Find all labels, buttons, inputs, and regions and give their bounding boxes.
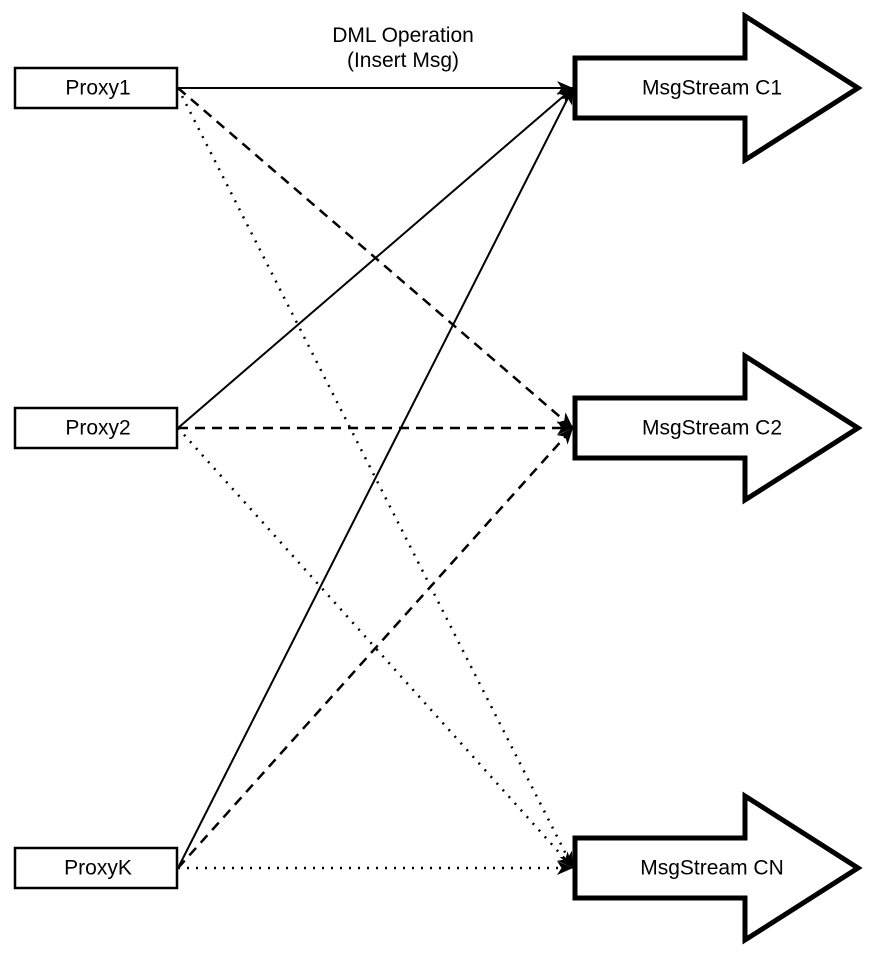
msgstream-c2-label: MsgStream C2 — [642, 417, 782, 440]
msgstream-cn-arrow-icon — [572, 791, 863, 945]
annotation-line-1: DML Operation — [332, 24, 474, 47]
proxy1-box — [13, 66, 179, 110]
msgstream-c1-arrow-icon — [572, 11, 863, 165]
node-msgstream-c1: MsgStream C1 — [572, 11, 863, 165]
node-msgstream-c2: MsgStream C2 — [572, 351, 863, 505]
proxy2-label: Proxy2 — [65, 417, 130, 440]
connector-layer — [176, 81, 575, 875]
dml-operation-annotation: DML Operation (Insert Msg) — [332, 24, 474, 72]
msgstream-c2-arrow-icon — [572, 351, 863, 505]
annotation-line-2: (Insert Msg) — [347, 49, 459, 72]
proxy2-box — [13, 406, 179, 450]
connector-proxyk-to-c2-dashed — [177, 427, 574, 869]
proxyk-box — [13, 846, 179, 890]
node-msgstream-cn: MsgStream CN — [572, 791, 863, 945]
node-proxyk: ProxyK — [13, 846, 179, 890]
connector-proxyk-to-c1-solid — [177, 87, 574, 869]
connector-proxy1-to-cn-dotted — [176, 87, 575, 869]
node-proxy1: Proxy1 — [13, 66, 179, 110]
connector-proxy2-to-c1-solid — [177, 87, 574, 429]
proxy1-label: Proxy1 — [65, 77, 130, 100]
msgstream-cn-label: MsgStream CN — [640, 857, 784, 880]
proxyk-label: ProxyK — [64, 857, 132, 880]
msgstream-c1-label: MsgStream C1 — [642, 77, 782, 100]
node-proxy2: Proxy2 — [13, 406, 179, 450]
